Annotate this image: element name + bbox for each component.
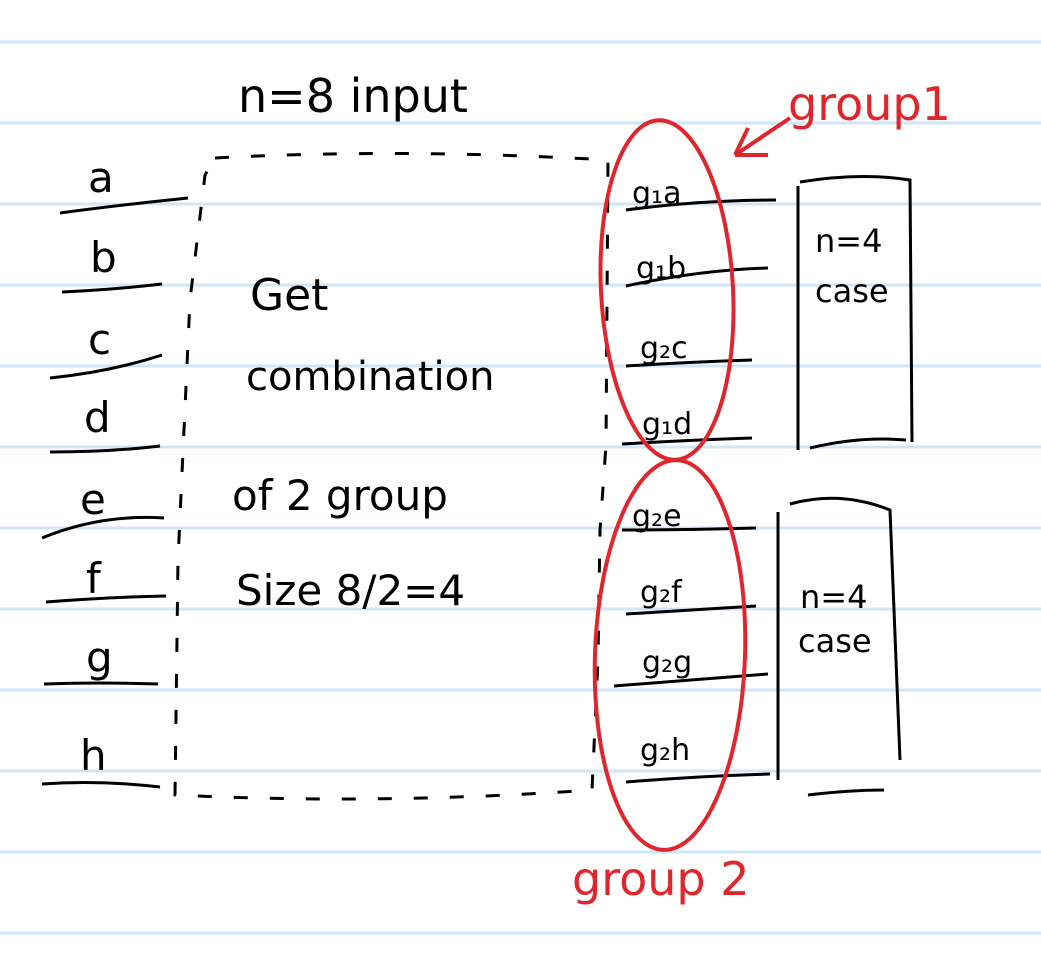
input-wire-f [45,594,167,604]
output-label-g2g: g₂g [642,645,692,680]
output-wire-g1a [625,198,777,212]
input-wire-c [49,353,163,380]
title-text: n=8 input [238,69,468,123]
case-box-1 [796,174,914,450]
input-wire-b [61,282,163,294]
group1-outputs: g₁a g₁b g₂c g₁d [621,176,777,446]
output-wire-g2e [621,526,757,532]
case-1-line2: case [815,272,889,310]
input-label-c: c [88,315,111,364]
case-2-line2: case [798,622,872,660]
output-wire-g2c [625,358,753,368]
process-box [173,151,610,801]
input-label-b: b [90,233,117,282]
input-wire-d [49,444,161,454]
output-label-g2f: g₂f [640,575,683,610]
process-line-combination: combination [246,354,494,400]
input-wire-h [41,781,161,789]
input-wire-a [59,196,189,215]
input-label-e: e [80,475,106,524]
group2-outputs: g₂e g₂f g₂g g₂h [613,499,771,784]
output-wire-g2f [625,604,757,616]
output-label-g2h: g₂h [640,733,690,768]
output-wire-g1b [625,266,769,288]
input-wire-g [43,681,159,686]
case-box-2 [776,496,902,797]
group2-label: group 2 [572,852,750,906]
group1-label: group1 [788,77,951,131]
output-label-g1d: g₁d [642,407,692,442]
group2-ellipse [592,458,748,852]
output-wire-g1d [621,436,753,446]
output-wire-g2g [613,672,769,688]
process-line-of-2-group: of 2 group [232,471,448,520]
input-label-g: g [86,633,113,682]
process-line-size: Size 8/2=4 [236,566,465,615]
input-label-d: d [84,393,111,442]
output-wire-g2h [625,772,771,784]
input-label-a: a [88,153,114,202]
group1-arrow-icon [733,116,792,157]
input-label-h: h [80,731,107,780]
process-line-get: Get [250,270,328,321]
output-label-g2e: g₂e [632,499,682,534]
case-1-line1: n=4 [815,222,882,260]
output-label-g1b: g₁b [636,251,686,286]
output-label-g2c: g₂c [640,331,688,366]
input-list: a b c d e f g h [41,153,189,789]
input-label-f: f [86,554,102,603]
input-wire-e [41,515,165,540]
process-text: Get combination of 2 group Size 8/2=4 [232,270,494,615]
ruled-lines [0,40,1041,935]
case-2-line1: n=4 [800,578,867,616]
